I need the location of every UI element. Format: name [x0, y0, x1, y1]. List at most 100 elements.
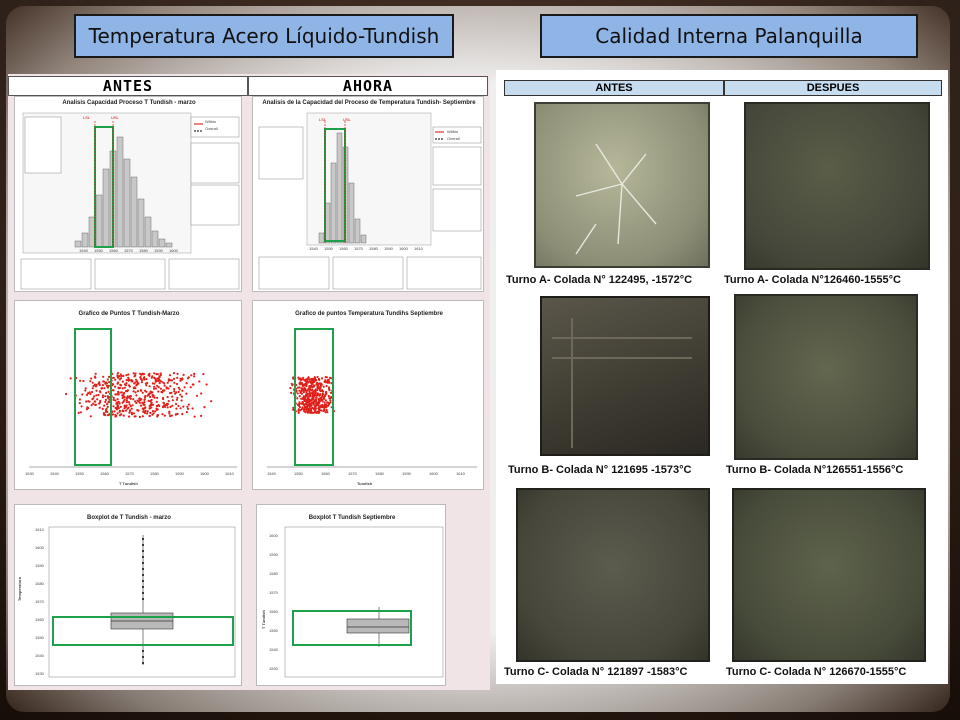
y-tick-label: 1560 [269, 609, 278, 614]
billet-photo-despues-c [732, 488, 926, 662]
data-point [125, 397, 128, 400]
data-point [112, 398, 115, 401]
data-point [306, 396, 309, 399]
boxplot-before-title: Boxplot de T Tundish - marzo [87, 515, 171, 521]
data-point [137, 400, 140, 403]
data-point [132, 372, 135, 375]
data-point [104, 395, 107, 398]
data-point [298, 381, 301, 384]
usl-label-before: USL [111, 115, 119, 120]
x-tick-label: 1600 [200, 471, 209, 476]
data-point [310, 411, 314, 414]
histogram-bar [348, 182, 355, 244]
data-point [179, 393, 182, 396]
data-point [169, 405, 172, 408]
data-point [103, 404, 106, 407]
billet-photo-antes-b [540, 296, 710, 456]
data-point [160, 390, 163, 394]
data-point [328, 376, 332, 379]
x-tick-label: 1540 [267, 471, 276, 476]
data-point [312, 403, 315, 406]
data-point [89, 415, 92, 418]
data-point [117, 400, 120, 403]
histogram-bar [360, 234, 367, 244]
data-point [107, 384, 110, 387]
data-point [129, 405, 132, 408]
data-point [112, 389, 115, 392]
data-point [310, 378, 313, 381]
data-point [148, 385, 151, 388]
data-point [306, 398, 310, 402]
outlier-point [141, 573, 145, 577]
legend-overall-after: Overall [447, 136, 460, 141]
data-point [120, 375, 123, 378]
data-point [146, 410, 149, 413]
data-point [308, 390, 311, 393]
data-point [107, 390, 110, 393]
data-point [177, 404, 180, 408]
data-point [172, 377, 176, 380]
data-point [134, 391, 137, 394]
data-point [104, 400, 107, 404]
data-point [144, 406, 147, 409]
legend-within-after: Within [447, 129, 459, 134]
data-point [88, 400, 91, 403]
data-point [88, 391, 91, 394]
data-point [326, 381, 329, 384]
data-point [193, 375, 196, 378]
y-tick-label: 1600 [269, 533, 278, 538]
data-point [149, 391, 152, 394]
data-point [318, 409, 321, 412]
data-point [319, 389, 322, 393]
histogram-bar [318, 232, 325, 244]
data-point [186, 405, 189, 408]
data-point [123, 391, 126, 395]
data-point [300, 387, 303, 390]
x-tick-label: 1580 [369, 246, 378, 251]
data-point [126, 395, 129, 398]
data-point [308, 402, 311, 405]
data-point [313, 380, 316, 384]
data-point [95, 389, 98, 392]
data-point [327, 378, 330, 381]
data-point [302, 396, 305, 400]
data-point [303, 410, 306, 413]
data-point [162, 397, 165, 401]
data-point [172, 372, 176, 375]
data-point [325, 384, 328, 388]
data-point [130, 407, 133, 410]
boxplot-after-ylabel: T Tundish [261, 610, 266, 629]
data-point [198, 380, 201, 383]
outlier-point [141, 567, 145, 571]
data-point [151, 410, 154, 413]
data-point [140, 398, 143, 401]
data-point [114, 378, 117, 381]
data-point [89, 392, 92, 396]
data-point [120, 413, 123, 416]
x-tick-label: 1560 [339, 246, 348, 251]
data-point [151, 413, 154, 416]
boxplot-after-title: Boxplot T Tundish Septiembre [308, 515, 396, 521]
data-point [94, 372, 97, 375]
data-point [125, 401, 128, 404]
usl-label-after: USL [343, 117, 351, 122]
data-point [200, 392, 203, 395]
data-point [91, 381, 94, 384]
capability-chart-before: Analisis Capacidad Proceso T Tundish - m… [14, 96, 242, 292]
data-point [138, 397, 141, 400]
data-point [117, 386, 120, 389]
histogram-bar [123, 158, 131, 248]
data-point [182, 405, 185, 408]
data-point [143, 411, 147, 414]
data-point [106, 410, 109, 413]
data-point [306, 407, 309, 410]
data-point [135, 384, 138, 387]
data-point [329, 399, 332, 402]
x-tick-label: 1540 [79, 248, 88, 253]
outlier-point [141, 655, 145, 659]
data-point [114, 385, 117, 388]
data-point [169, 392, 172, 395]
dotplot-after-title: Grafico de puntos Temperatura Tundihs Se… [295, 311, 443, 317]
data-point [117, 390, 120, 393]
